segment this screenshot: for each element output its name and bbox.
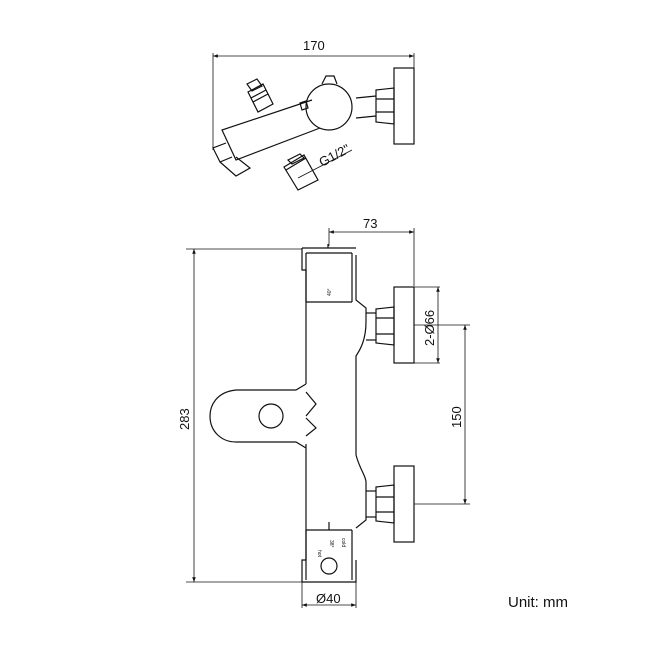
top-body bbox=[221, 99, 321, 161]
top-hex-nut bbox=[375, 87, 395, 125]
dim-66-label: 2-Ø66 bbox=[422, 310, 437, 346]
dim-283-label: 283 bbox=[177, 408, 192, 430]
dial-hot-label: hot bbox=[316, 550, 322, 558]
front-diverter-lever bbox=[209, 383, 307, 449]
front-view bbox=[186, 228, 470, 608]
dial-temp-label: 38° bbox=[328, 540, 334, 548]
front-body-outline bbox=[301, 248, 367, 583]
dim-40-label: Ø40 bbox=[316, 591, 341, 606]
dim-150-label: 150 bbox=[449, 406, 464, 428]
top-spout bbox=[212, 142, 233, 163]
dim-170-label: 170 bbox=[303, 38, 325, 53]
front-diverter-knob bbox=[258, 403, 284, 429]
dim-thread-label: G1/2" bbox=[316, 141, 352, 170]
thread-leader bbox=[297, 149, 353, 179]
top-view bbox=[212, 53, 415, 191]
lower-inlet bbox=[366, 465, 415, 543]
top-flow-handle bbox=[246, 78, 274, 113]
top-dome bbox=[305, 83, 353, 131]
dial-top-mark: 40° bbox=[327, 288, 333, 296]
unit-label: Unit: mm bbox=[508, 594, 568, 611]
top-wall-plate bbox=[393, 67, 415, 145]
top-outlet-connector bbox=[283, 153, 319, 191]
dial-cold-label: cold bbox=[340, 538, 346, 547]
front-dial-knob bbox=[320, 557, 338, 575]
upper-inlet bbox=[366, 286, 415, 364]
dim-73-label: 73 bbox=[363, 216, 377, 231]
